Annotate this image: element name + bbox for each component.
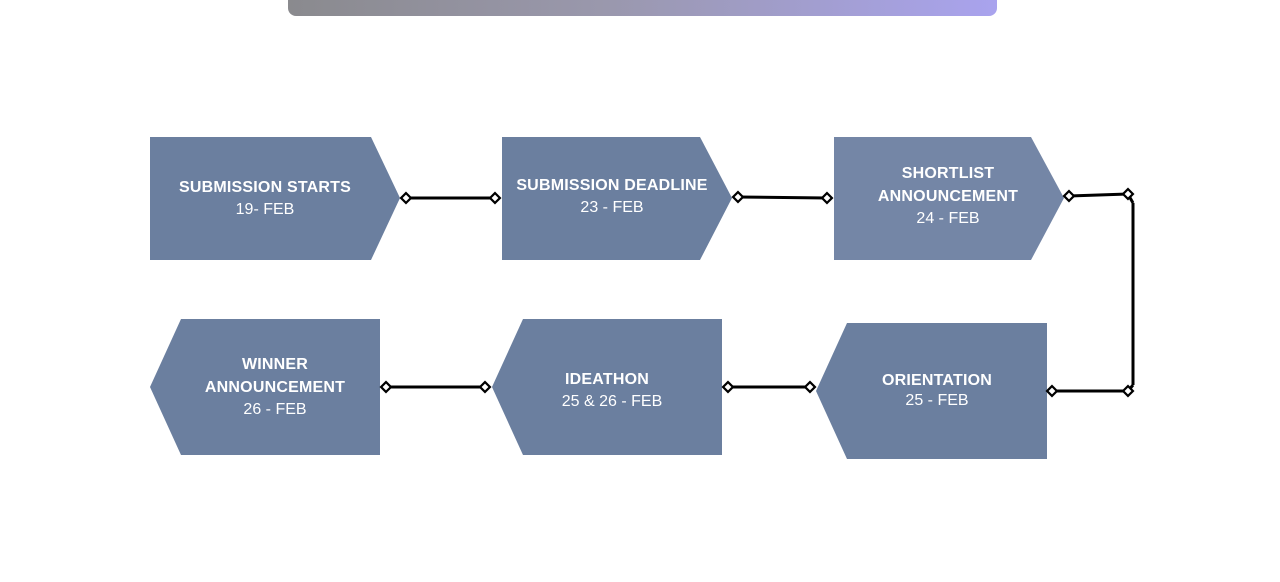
step-shape-ideathon: [492, 319, 722, 455]
step-orientation: ORIENTATION 25 - FEB: [836, 322, 1038, 458]
step-date: 25 - FEB: [905, 391, 969, 409]
step-date: 19- FEB: [235, 201, 295, 218]
connector-1-2: [399, 191, 502, 205]
step-title: SUBMISSION STARTS: [178, 179, 351, 196]
step-date: 25 & 26 - FEB: [561, 392, 663, 410]
connector-2-3: [731, 190, 834, 205]
step-shape-orientation: [816, 323, 1047, 459]
step-winner-announcement: WINNER ANNOUNCEMENT 26 - FEB: [175, 319, 375, 455]
header-gradient-bar: [288, 0, 997, 16]
step-date: 23 - FEB: [580, 199, 644, 216]
step-shape-submission-deadline: [502, 137, 732, 260]
step-shape-winner-announcement: [150, 319, 380, 455]
step-title: SUBMISSION DEADLINE: [516, 177, 708, 194]
connector-5-6: [379, 380, 492, 394]
step-date: 24 - FEB: [916, 209, 980, 227]
step-submission-starts: SUBMISSION STARTS 19- FEB: [160, 137, 370, 260]
connector-3-4: [1045, 187, 1135, 398]
step-shape-shortlist-announcement: [834, 137, 1064, 260]
connector-4-5: [721, 380, 817, 394]
step-title: ORIENTATION: [881, 371, 993, 389]
step-submission-deadline: SUBMISSION DEADLINE 23 - FEB: [506, 135, 718, 258]
step-shape-submission-starts: [150, 137, 400, 260]
step-ideathon: IDEATHON 25 & 26 - FEB: [507, 322, 707, 458]
step-shortlist-announcement: SHORTLIST ANNOUNCEMENT 24 - FEB: [848, 134, 1048, 257]
step-title: SHORTLIST ANNOUNCEMENT: [877, 164, 1019, 205]
step-title: WINNER ANNOUNCEMENT: [204, 356, 346, 396]
step-title: IDEATHON: [565, 370, 649, 388]
step-date: 26 - FEB: [243, 401, 307, 418]
